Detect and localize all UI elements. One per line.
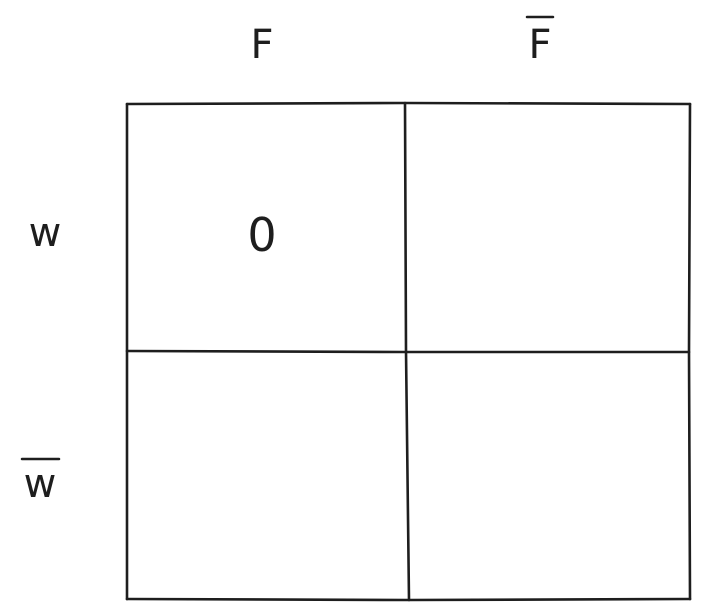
row-header-w-bar-label: w [24, 461, 57, 507]
grid-top-border [125, 101, 692, 106]
cell-w-bar-f-bar-area [410, 354, 688, 598]
column-header-f-bar: F [525, 15, 555, 68]
grid [125, 101, 692, 602]
cell-w-f-value: 0 [247, 208, 276, 262]
cell-w-bar-f-bar [410, 354, 688, 598]
column-header-f-bar-label: F [528, 22, 551, 68]
row-header-w-label: w [29, 210, 62, 256]
row-header-w: w [29, 210, 62, 256]
column-header-f-label: F [250, 22, 273, 68]
cell-w-bar-f [129, 354, 406, 598]
row-header-w-bar: w [20, 457, 61, 507]
cell-w-f: 0 [247, 208, 276, 262]
cell-w-f-bar-area [408, 106, 687, 350]
cell-w-f-bar [408, 106, 687, 350]
column-header-f: F [250, 22, 273, 68]
cell-w-bar-f-area [129, 354, 406, 598]
grid-middle-horizontal [125, 349, 691, 354]
